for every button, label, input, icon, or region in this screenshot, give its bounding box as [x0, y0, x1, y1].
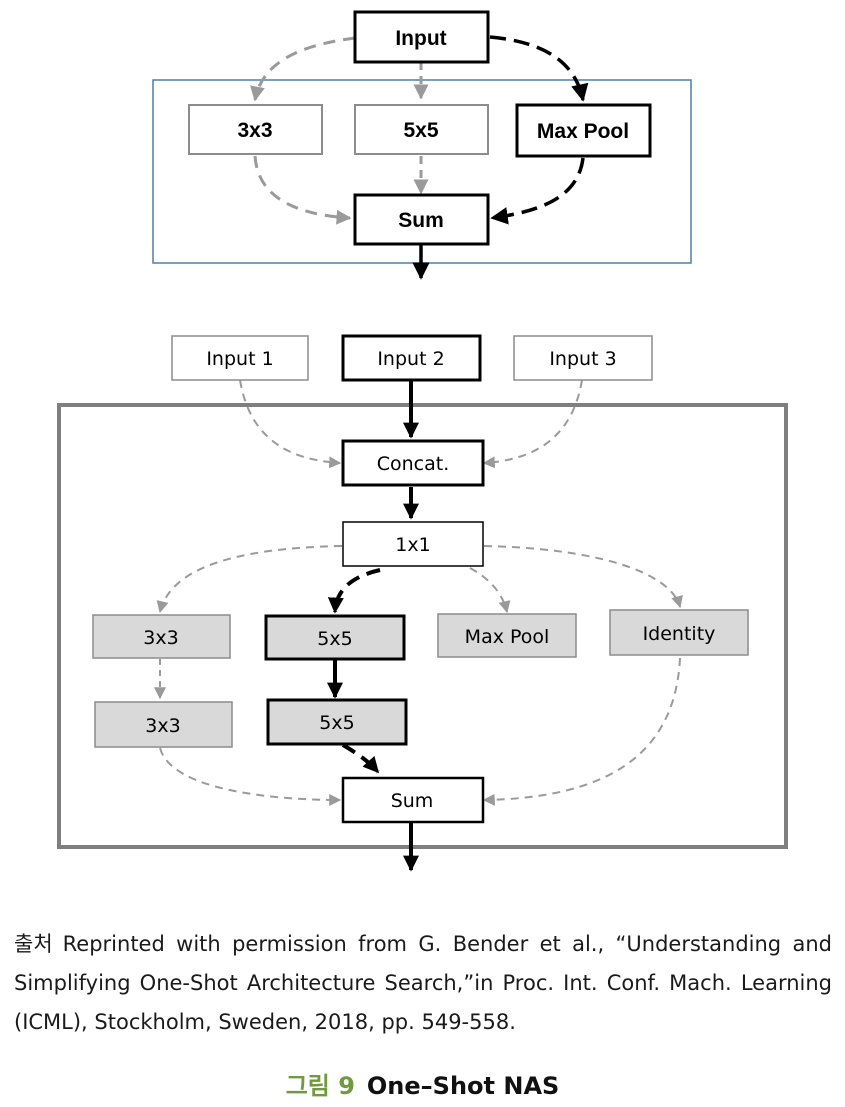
branch-5x5-node: 5x5 [264, 614, 406, 661]
conv-1x1-label: 1x1 [395, 534, 430, 556]
concat-label: Concat. [377, 453, 450, 475]
concat-node: Concat. [341, 439, 485, 487]
top-op-3x3-label: 3x3 [237, 119, 272, 142]
second-3x3-node: 3x3 [94, 701, 233, 748]
input-2-node: Input 2 [341, 334, 482, 382]
top-cell-edges [250, 35, 589, 280]
second-5x5-label: 5x5 [319, 712, 354, 734]
top-op-5x5-node: 5x5 [354, 104, 489, 155]
second-5x5-node: 5x5 [266, 698, 408, 746]
figure-title: 그림 9 One–Shot NAS [0, 1066, 845, 1101]
top-op-3x3-node: 3x3 [188, 104, 323, 155]
conv-1x1-node: 1x1 [342, 521, 484, 567]
branch-maxpool-label: Max Pool [465, 626, 550, 648]
branch-5x5-label: 5x5 [317, 628, 352, 650]
input-3-label: Input 3 [549, 348, 616, 370]
input-1-node: Input 1 [171, 335, 309, 381]
branch-maxpool-node: Max Pool [437, 613, 577, 658]
caption-text: Reprinted with permission from G. Bender… [14, 932, 832, 1034]
top-op-maxpool-label: Max Pool [537, 120, 629, 143]
bottom-cell-edges [154, 379, 683, 872]
input-2-label: Input 2 [377, 348, 444, 370]
top-sum-node: Sum [353, 193, 490, 246]
top-sum-label: Sum [398, 209, 444, 232]
top-input-node: Input [353, 10, 490, 64]
one-shot-nas-diagram: Input 3x3 5x5 Max Pool Sum [57, 10, 788, 872]
branch-identity-node: Identity [609, 609, 749, 656]
bottom-sum-node: Sum [341, 776, 485, 824]
second-3x3-label: 3x3 [145, 715, 180, 737]
figure-name: One–Shot NAS [366, 1072, 560, 1100]
bottom-cell-frame [57, 403, 788, 849]
input-3-node: Input 3 [513, 335, 653, 381]
top-op-5x5-label: 5x5 [403, 119, 438, 142]
branch-3x3-node: 3x3 [92, 614, 231, 659]
bottom-sum-label: Sum [391, 790, 434, 812]
top-input-label: Input [395, 27, 446, 50]
figure-number: 그림 9 [285, 1072, 355, 1100]
top-op-maxpool-node: Max Pool [515, 103, 652, 158]
branch-identity-label: Identity [643, 623, 716, 645]
input-1-label: Input 1 [206, 348, 273, 370]
caption-source-label: 출처 [14, 932, 53, 956]
branch-3x3-label: 3x3 [143, 627, 178, 649]
